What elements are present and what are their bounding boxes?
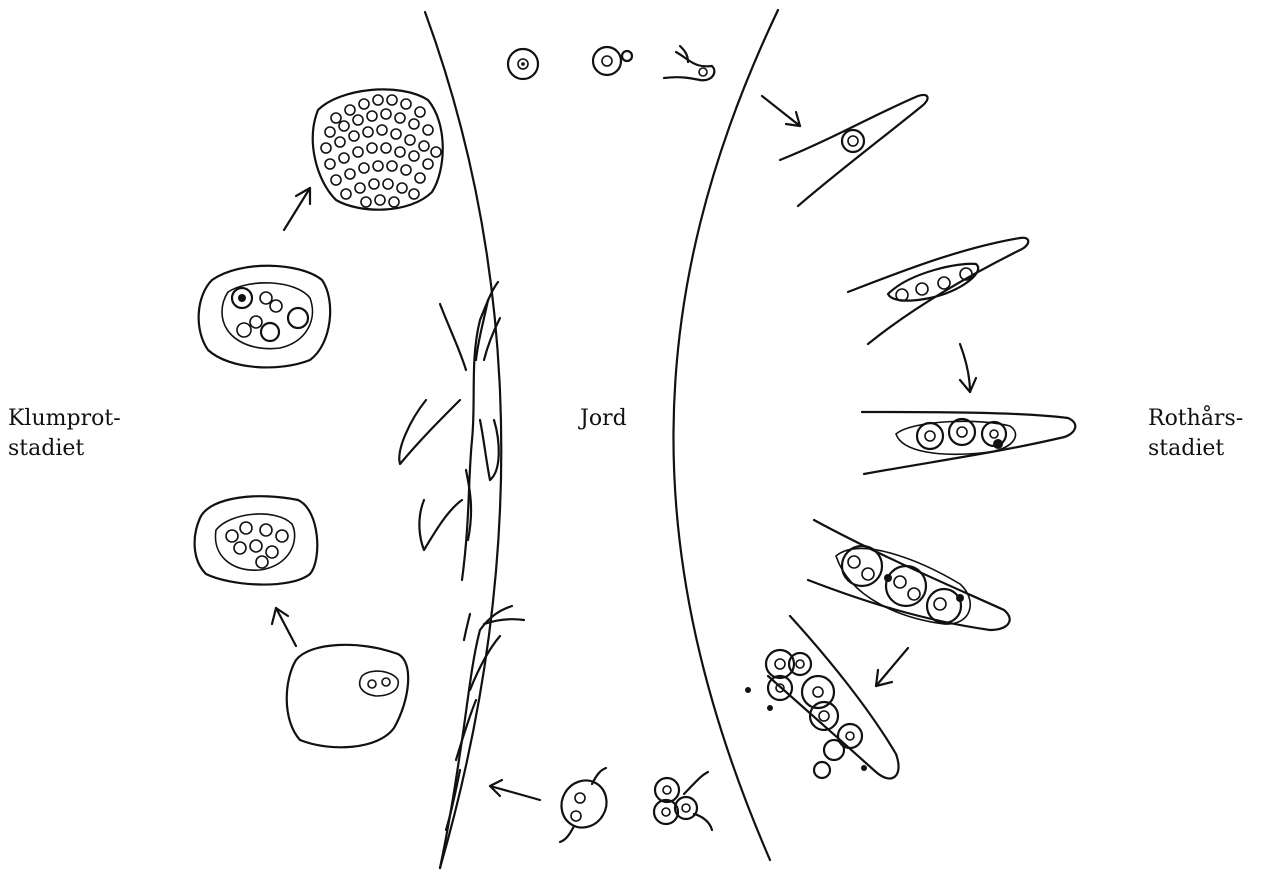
infected-root-lower xyxy=(440,606,524,868)
germinating-spore xyxy=(593,47,632,75)
root-hair-infection-4 xyxy=(808,520,1010,630)
host-cell-infected xyxy=(287,645,408,747)
infected-root-upper xyxy=(399,282,500,580)
root-hair-stage-label-line1: Rothårs- xyxy=(1148,404,1243,434)
secondary-zoospore xyxy=(553,768,615,842)
root-hair-infection-2 xyxy=(848,238,1028,344)
zoospore-flagellate xyxy=(664,46,714,80)
arrow-up-left-lower xyxy=(272,608,296,646)
root-hair-zoospore-release xyxy=(745,616,899,778)
soil-label: Jord xyxy=(580,404,627,434)
arrow-to-root xyxy=(490,780,540,800)
resting-spore xyxy=(508,49,538,79)
root-hair-stage-label-line2: stadiet xyxy=(1148,434,1243,464)
host-cell-plasmodium xyxy=(195,496,318,584)
clubroot-stage-label: Klumprot- stadiet xyxy=(8,404,121,464)
resting-spore-mass xyxy=(313,89,443,209)
right-boundary-curve xyxy=(673,10,778,860)
root-hair-infection-3 xyxy=(862,412,1075,474)
root-hair-infection-1 xyxy=(780,95,928,206)
clubroot-stage-label-line1: Klumprot- xyxy=(8,404,121,434)
secondary-zoospore-pair xyxy=(654,772,712,830)
host-cell-dividing xyxy=(199,266,331,368)
arrow-down-right xyxy=(960,344,976,392)
arrow-down-left xyxy=(876,648,908,686)
arrow-up-right xyxy=(284,188,310,230)
root-hair-stage-label: Rothårs- stadiet xyxy=(1148,404,1243,464)
clubroot-stage-label-line2: stadiet xyxy=(8,434,121,464)
arrow-to-root-hair xyxy=(762,96,800,126)
